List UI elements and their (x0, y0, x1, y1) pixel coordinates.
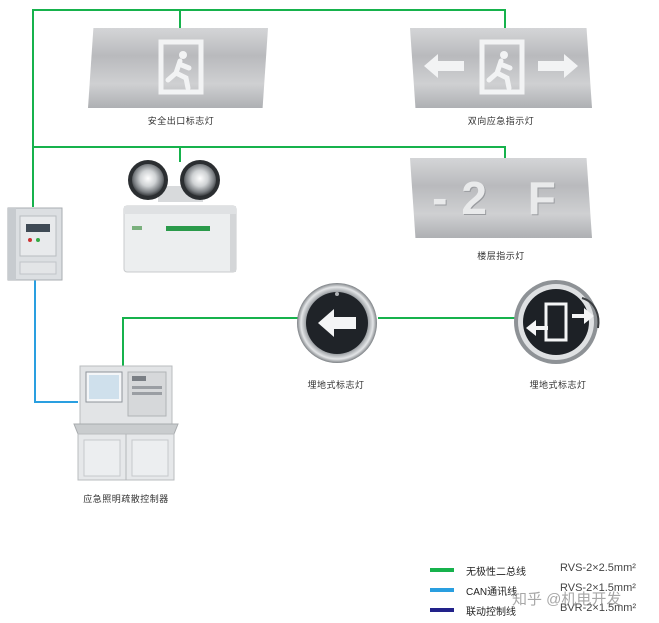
bus-line-mid (33, 146, 506, 160)
safety-exit-sign (88, 28, 268, 108)
double-arrow-exit-icon (424, 39, 578, 95)
floor-indicator-sign: -2 F (410, 158, 592, 238)
inground-sign-right-label: 埋地式标志灯 (529, 380, 587, 390)
inground-sign-left (296, 282, 378, 364)
bus-line-lower (122, 317, 300, 368)
double-arrow-exit-icon (514, 280, 600, 364)
legend-spec: BVR-2×1.5mm² (560, 602, 637, 614)
running-man-icon (158, 39, 204, 95)
bus-line-top (32, 9, 506, 207)
panel-box-icon (7, 207, 63, 281)
legend-name: 联动控制线 (466, 607, 516, 618)
inground-sign-right (512, 276, 604, 368)
legend-item: 无极性二总线 RVS-2×2.5mm² (430, 562, 659, 578)
legend-item: 联动控制线 BVR-2×1.5mm² (430, 602, 659, 618)
bidirectional-indicator-sign-label: 双向应急指示灯 (467, 116, 535, 126)
legend-item: CAN通讯线 RVS-2×1.5mm² (430, 582, 659, 598)
safety-exit-sign-label: 安全出口标志灯 (147, 116, 215, 126)
watermark: 知乎 @机电开发 (512, 591, 622, 608)
left-arrow-icon (297, 283, 377, 363)
can-line (34, 280, 78, 403)
legend-spec: RVS-2×1.5mm² (560, 582, 636, 594)
emergency-lighting-controller (72, 362, 180, 482)
floor-indicator-sign-label: 楼层指示灯 (477, 251, 525, 261)
bidirectional-indicator-sign (410, 28, 592, 108)
twin-spotlight-icon (123, 160, 237, 273)
controller-label: 应急照明疏散控制器 (83, 494, 169, 504)
legend-name: 无极性二总线 (466, 567, 526, 578)
floor-number-text: -2 F (432, 172, 570, 224)
legend-spec: RVS-2×2.5mm² (560, 562, 636, 574)
distribution-panel-box (6, 206, 64, 282)
emergency-twin-spot-light (118, 158, 243, 276)
legend-swatch-bus (430, 568, 454, 572)
inground-sign-left-label: 埋地式标志灯 (307, 380, 365, 390)
legend-name: CAN通讯线 (466, 587, 518, 598)
legend-swatch-can (430, 588, 454, 592)
legend-swatch-linkage (430, 608, 454, 612)
controller-cabinet-icon (73, 365, 179, 481)
